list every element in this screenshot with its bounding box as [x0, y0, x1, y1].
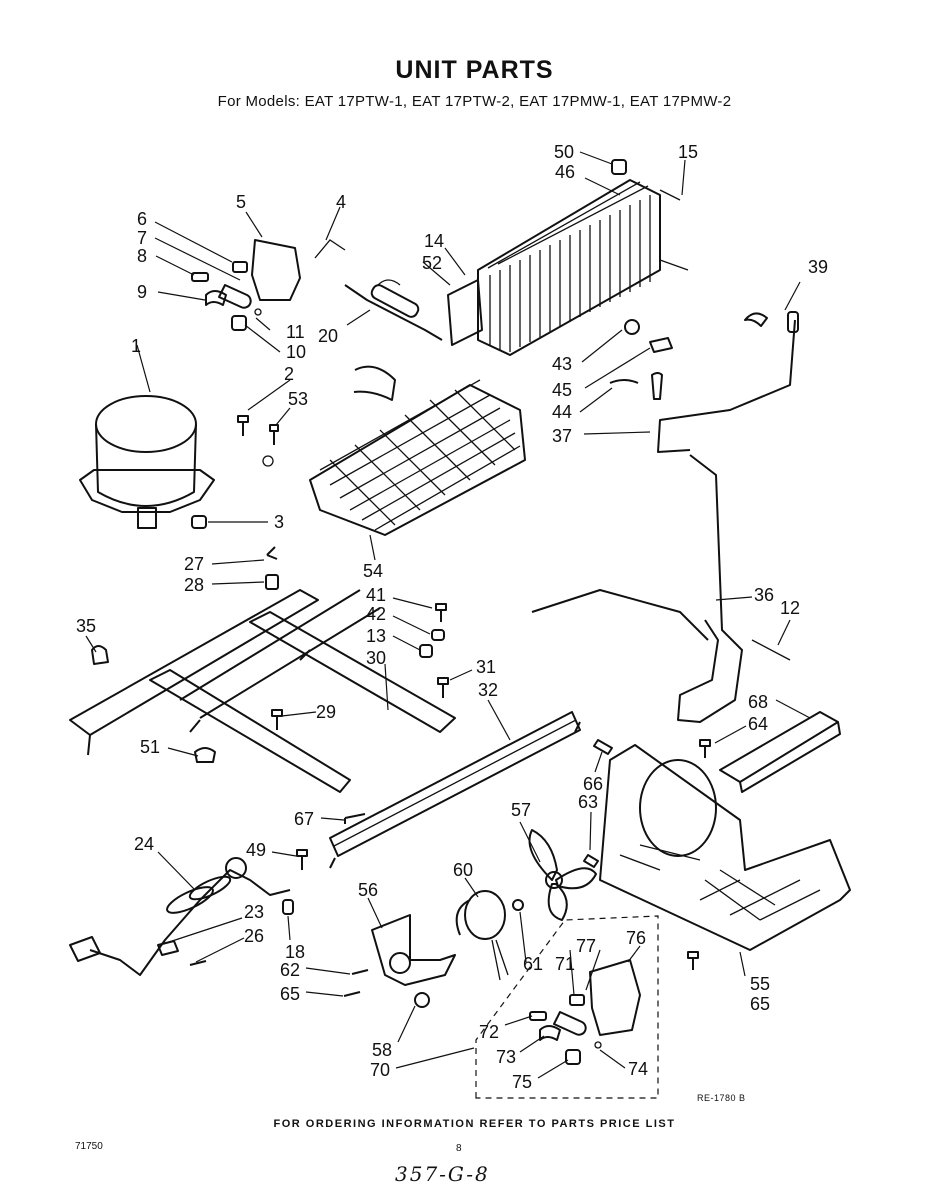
rail-drawing [329, 711, 581, 869]
callout-9: 9 [137, 282, 147, 302]
callout-8: 8 [137, 246, 147, 266]
callout-37: 37 [552, 426, 572, 446]
callout-53: 53 [288, 389, 308, 409]
callout-18: 18 [285, 942, 305, 962]
callout-75: 75 [512, 1072, 532, 1092]
callout-55: 55 [750, 974, 770, 994]
ordering-footer: FOR ORDERING INFORMATION REFER TO PARTS … [273, 1118, 676, 1130]
callout-1: 1 [131, 336, 141, 356]
tubing-drawing [531, 311, 799, 723]
callout-61: 61 [523, 954, 543, 974]
callout-50: 50 [554, 142, 574, 162]
callout-32: 32 [478, 680, 498, 700]
callout-64: 64 [748, 714, 768, 734]
handwritten-note: 357-G-8 [395, 1162, 490, 1186]
callout-26: 26 [244, 926, 264, 946]
compressor-drawing [79, 395, 215, 529]
callout-66: 66 [583, 774, 603, 794]
screws-drawing [282, 813, 599, 997]
callout-11: 11 [286, 322, 305, 342]
callout-5: 5 [236, 192, 246, 212]
callout-57: 57 [511, 800, 531, 820]
callout-49: 49 [246, 840, 266, 860]
callout-2: 2 [284, 364, 294, 384]
callout-23: 23 [244, 902, 264, 922]
callout-72: 72 [479, 1022, 499, 1042]
callout-41: 41 [366, 585, 386, 605]
callout-76: 76 [626, 928, 646, 948]
callout-7: 7 [137, 228, 147, 248]
callout-28: 28 [184, 575, 204, 595]
callout-77: 77 [576, 936, 596, 956]
callout-10: 10 [286, 342, 306, 362]
callout-52: 52 [422, 253, 442, 273]
compressor-mount-hardware [191, 415, 279, 590]
callout-15: 15 [678, 142, 698, 162]
reference-code: RE-1780 B [697, 1093, 746, 1103]
callout-31: 31 [476, 657, 496, 677]
callout-3: 3 [274, 512, 284, 532]
callout-65-left: 65 [280, 984, 300, 1004]
drier-drawing [344, 279, 443, 341]
callout-51: 51 [140, 737, 160, 757]
leader-lines [85, 151, 811, 1079]
page-title: UNIT PARTS [395, 56, 554, 84]
callout-68: 68 [748, 692, 768, 712]
callout-4: 4 [336, 192, 346, 212]
callout-58: 58 [372, 1040, 392, 1060]
callout-labels: 50 15 46 14 52 20 39 6 7 8 9 5 4 11 10 1… [76, 142, 828, 1092]
base-frame-drawing [69, 589, 456, 793]
callout-14: 14 [424, 231, 444, 251]
mount-hardware [271, 603, 449, 730]
callout-43: 43 [552, 354, 572, 374]
shroud-drawing [593, 711, 851, 970]
callout-39: 39 [808, 257, 828, 277]
condenser-drawing [447, 159, 689, 356]
callout-30: 30 [366, 648, 386, 668]
callout-27: 27 [184, 554, 204, 574]
callout-24: 24 [134, 834, 154, 854]
fan-motor-drawing [371, 829, 597, 1008]
callout-67: 67 [294, 809, 314, 829]
callout-60: 60 [453, 860, 473, 880]
callout-45: 45 [552, 380, 572, 400]
callout-42: 42 [366, 604, 386, 624]
callout-20: 20 [318, 326, 338, 346]
callout-29: 29 [316, 702, 336, 722]
evaporator-drawing [309, 365, 526, 536]
callout-56: 56 [358, 880, 378, 900]
callout-12: 12 [780, 598, 800, 618]
callout-36: 36 [754, 585, 774, 605]
callout-65-right: 65 [750, 994, 770, 1014]
callout-74: 74 [628, 1059, 648, 1079]
callout-73: 73 [496, 1047, 516, 1067]
relay-assembly [191, 239, 346, 331]
callout-46: 46 [555, 162, 575, 182]
page-number: 8 [456, 1143, 462, 1154]
power-cord-drawing [69, 857, 291, 976]
callout-13: 13 [366, 626, 386, 646]
callout-54: 54 [363, 561, 383, 581]
callout-44: 44 [552, 402, 572, 422]
callout-70: 70 [370, 1060, 390, 1080]
document-number: 71750 [75, 1141, 103, 1152]
callout-35: 35 [76, 616, 96, 636]
callout-62: 62 [280, 960, 300, 980]
models-subtitle: For Models: EAT 17PTW-1, EAT 17PTW-2, EA… [217, 93, 732, 110]
callout-71: 71 [555, 954, 575, 974]
callout-6: 6 [137, 209, 147, 229]
callout-63: 63 [578, 792, 598, 812]
